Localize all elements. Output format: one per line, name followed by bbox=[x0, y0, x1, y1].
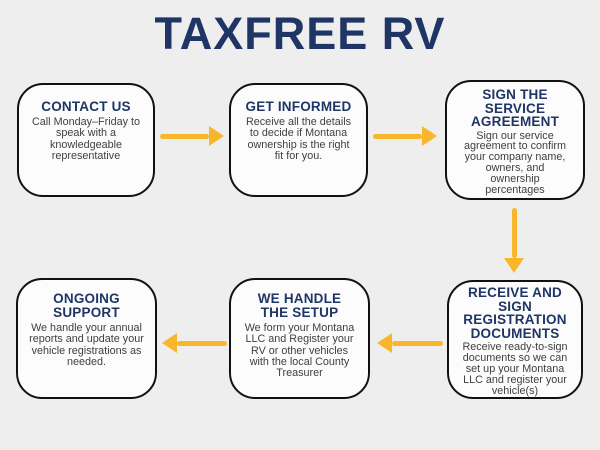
step-body: Sign our service agreement to confirm yo… bbox=[463, 129, 567, 197]
arrow-head bbox=[209, 126, 224, 146]
arrow-head bbox=[377, 333, 392, 353]
arrow-right-icon bbox=[160, 126, 224, 146]
arrow-head bbox=[422, 126, 437, 146]
arrow-head bbox=[504, 258, 524, 273]
arrow-shaft bbox=[511, 208, 517, 258]
flow-step-contact-us: CONTACT US Call Monday–Friday to speak w… bbox=[17, 83, 155, 197]
step-heading: ONGOING SUPPORT bbox=[53, 291, 120, 320]
arrow-down-icon bbox=[504, 208, 524, 273]
step-heading: CONTACT US bbox=[41, 99, 131, 114]
step-body: Receive ready-to-sign documents so we ca… bbox=[462, 341, 568, 397]
step-body: We handle your annual reports and update… bbox=[29, 322, 144, 368]
flow-step-receive-sign-registration: RECEIVE AND SIGN REGISTRATION DOCUMENTS … bbox=[447, 280, 583, 399]
arrow-shaft bbox=[160, 133, 209, 139]
page-title: TAXFREE RV bbox=[154, 8, 446, 59]
flow-step-get-informed: GET INFORMED Receive all the details to … bbox=[229, 83, 368, 197]
step-heading: GET INFORMED bbox=[245, 99, 352, 114]
step-body: Call Monday–Friday to speak with a knowl… bbox=[31, 116, 141, 162]
flow-step-sign-service-agreement: SIGN THE SERVICE AGREEMENT Sign our serv… bbox=[445, 80, 585, 200]
arrow-left-icon bbox=[162, 333, 227, 353]
arrow-left-icon bbox=[377, 333, 443, 353]
arrow-head bbox=[162, 333, 177, 353]
step-body: We form your Montana LLC and Register yo… bbox=[244, 322, 355, 380]
flow-step-ongoing-support: ONGOING SUPPORT We handle your annual re… bbox=[16, 278, 157, 399]
arrow-shaft bbox=[392, 340, 443, 346]
arrow-shaft bbox=[177, 340, 227, 346]
arrow-shaft bbox=[373, 133, 422, 139]
flow-step-we-handle-setup: WE HANDLE THE SETUP We form your Montana… bbox=[229, 278, 370, 399]
arrow-right-icon bbox=[373, 126, 437, 146]
step-heading: RECEIVE AND SIGN REGISTRATION DOCUMENTS bbox=[463, 285, 567, 341]
step-body: Receive all the details to decide if Mon… bbox=[245, 116, 352, 162]
step-heading: WE HANDLE THE SETUP bbox=[257, 291, 342, 320]
step-heading: SIGN THE SERVICE AGREEMENT bbox=[470, 87, 560, 129]
